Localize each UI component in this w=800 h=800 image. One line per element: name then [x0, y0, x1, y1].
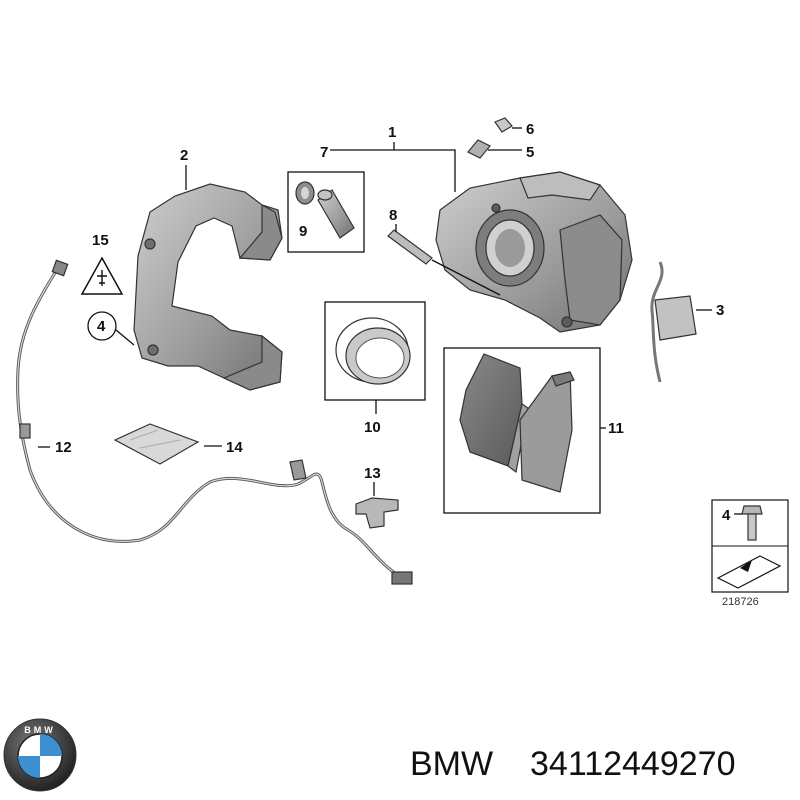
brake-caliper-carrier: 2: [133, 147, 283, 391]
grease-sachet: 14: [113, 423, 243, 465]
callout-label-15: 15: [92, 232, 109, 249]
bmw-logo: BMW: [3, 718, 77, 792]
plug-icon: [97, 270, 107, 286]
callout-circle-4: [87, 311, 117, 341]
leader-line-4: [115, 329, 135, 346]
brake-wear-sensor: 12: [16, 259, 413, 585]
footer-part-number: 34112449270: [530, 745, 735, 783]
brake-pad-set: 11: [443, 347, 624, 514]
kit-box-10: [324, 301, 426, 401]
leader-line-1: [330, 142, 456, 192]
footer-brand: BMW: [410, 745, 493, 783]
callout-label-4: 4: [97, 318, 106, 335]
bolt-head: [741, 505, 763, 515]
callout-label-12: 12: [55, 439, 72, 456]
callout-label-10: 10: [364, 419, 381, 436]
callout-label-14: 14: [226, 439, 243, 456]
callout-4: 4: [87, 311, 135, 346]
callout-label-13: 13: [364, 465, 381, 482]
callout-label-8: 8: [389, 207, 397, 224]
brake-caliper-housing: [435, 171, 633, 333]
bolt-shank: [747, 513, 757, 541]
callout-label-11: 11: [608, 420, 624, 437]
callout-label-7: 7: [320, 144, 328, 161]
callout-label-2: 2: [180, 147, 188, 164]
piston-seal-kit: 10: [324, 301, 426, 436]
electrical-warning-label: 15: [80, 232, 124, 295]
sensor-holder-clip: 13: [355, 465, 399, 529]
leader-line-pin-to-caliper: [431, 259, 501, 296]
callout-label-3: 3: [716, 302, 724, 319]
callout-label-9: 9: [299, 223, 307, 240]
guide-bushing-kit: 7 9: [287, 144, 365, 253]
callout-label-6: 6: [526, 121, 534, 138]
anti-rattle-spring: 3: [650, 261, 724, 383]
callout-label-1: 1: [388, 124, 396, 141]
logo-text: BMW: [24, 725, 56, 735]
callout-label-5: 5: [526, 144, 534, 161]
callout-1: 1: [330, 124, 456, 192]
arrow-plate-icon: [716, 555, 782, 589]
bleeder-valve: 6 5: [467, 117, 534, 161]
kit-box-11: [443, 347, 601, 514]
diagram-reference-code: 218726: [722, 596, 759, 608]
inset-callout-label: 4: [722, 507, 731, 524]
guide-pin: 8: [387, 207, 501, 296]
kit-box-7: [287, 171, 365, 253]
bolt-inset: 4 218726: [711, 499, 789, 608]
